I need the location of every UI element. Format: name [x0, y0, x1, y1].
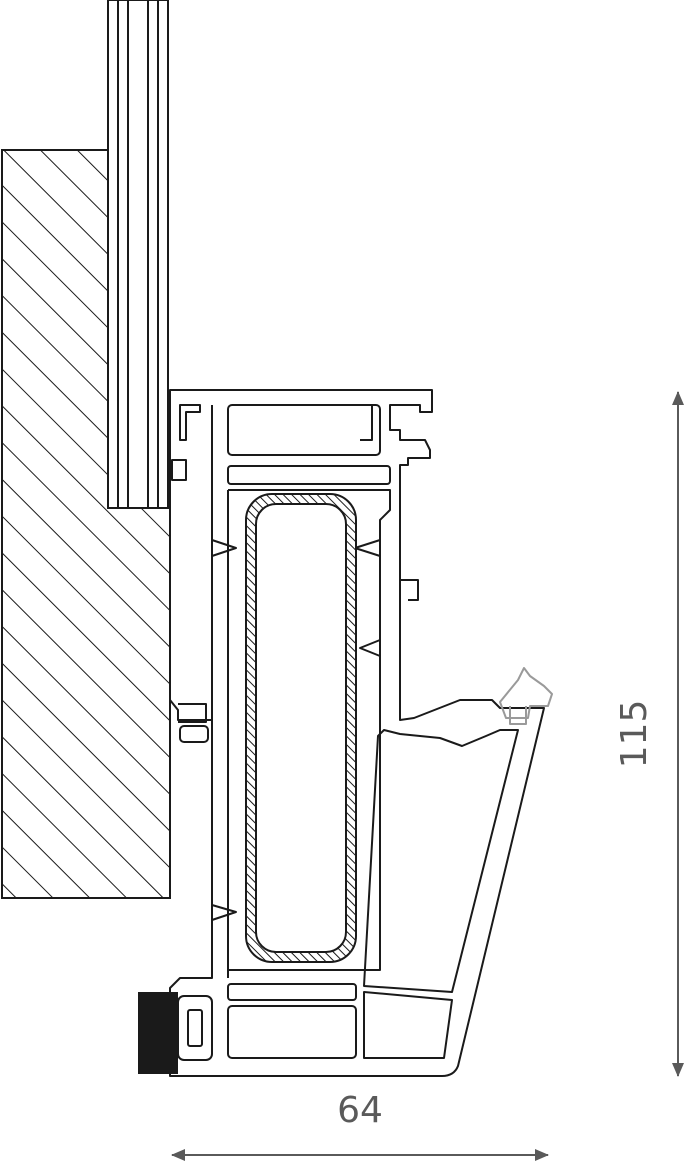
sash-cavity	[363, 729, 519, 993]
height-dimension-label: 115	[614, 700, 655, 769]
brush-seal	[138, 992, 213, 1074]
width-dimension-label: 64	[337, 1090, 383, 1131]
steel-reinforcement	[245, 493, 357, 963]
wall-board-layers	[107, 0, 169, 509]
width-dimension: 64	[171, 1090, 549, 1161]
gasket	[499, 667, 553, 725]
height-dimension: 115	[614, 391, 684, 1077]
